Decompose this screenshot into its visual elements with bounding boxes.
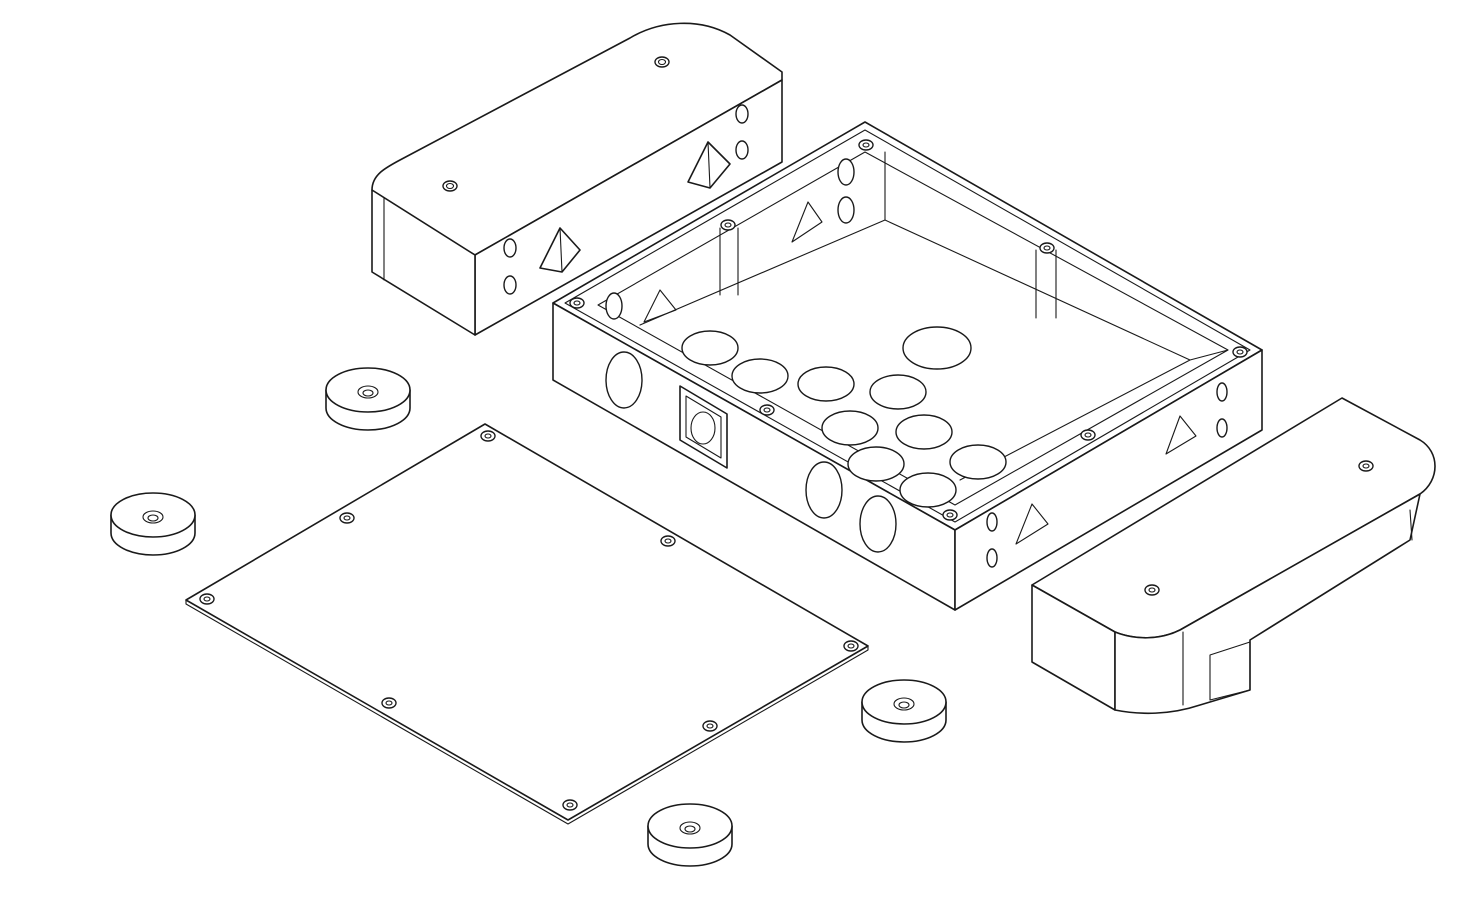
screw-hole-icon — [660, 535, 676, 547]
screw-hole-icon — [1232, 346, 1248, 358]
rubber-foot — [110, 492, 196, 556]
screw-hole-icon — [843, 640, 859, 652]
screw-hole-icon — [480, 430, 496, 442]
screw-hole-icon — [1080, 429, 1096, 441]
triangle-vent-icon — [643, 289, 677, 323]
screw-hole-icon — [569, 297, 585, 309]
screw-hole-icon — [942, 509, 958, 521]
rubber-foot — [647, 803, 733, 867]
screw-hole-icon — [339, 512, 355, 524]
screw-hole-icon — [1144, 584, 1160, 596]
triangle-vent-icon — [1165, 415, 1197, 455]
screw-hole-icon — [562, 799, 578, 811]
triangle-vent-icon — [539, 227, 581, 273]
rubber-foot — [325, 367, 411, 431]
connector-socket-icon — [679, 385, 728, 469]
right-end-cap — [1031, 397, 1436, 715]
screw-hole-icon — [1358, 460, 1374, 472]
bottom-cover-plate — [185, 423, 869, 825]
triangle-vent-icon — [791, 201, 823, 243]
triangle-vent-icon — [1015, 503, 1049, 545]
screw-hole-icon — [442, 180, 458, 192]
rubber-foot — [861, 679, 947, 743]
triangle-vent-icon — [687, 141, 731, 189]
screw-hole-icon — [1039, 242, 1055, 254]
enclosure-body — [552, 121, 1263, 611]
screw-hole-icon — [199, 593, 215, 605]
screw-hole-icon — [720, 219, 736, 231]
screw-hole-icon — [858, 139, 874, 151]
left-end-cap — [371, 22, 783, 336]
screw-hole-icon — [654, 56, 670, 68]
screw-hole-icon — [759, 404, 775, 416]
screw-hole-icon — [702, 720, 718, 732]
screw-hole-icon — [381, 697, 397, 709]
